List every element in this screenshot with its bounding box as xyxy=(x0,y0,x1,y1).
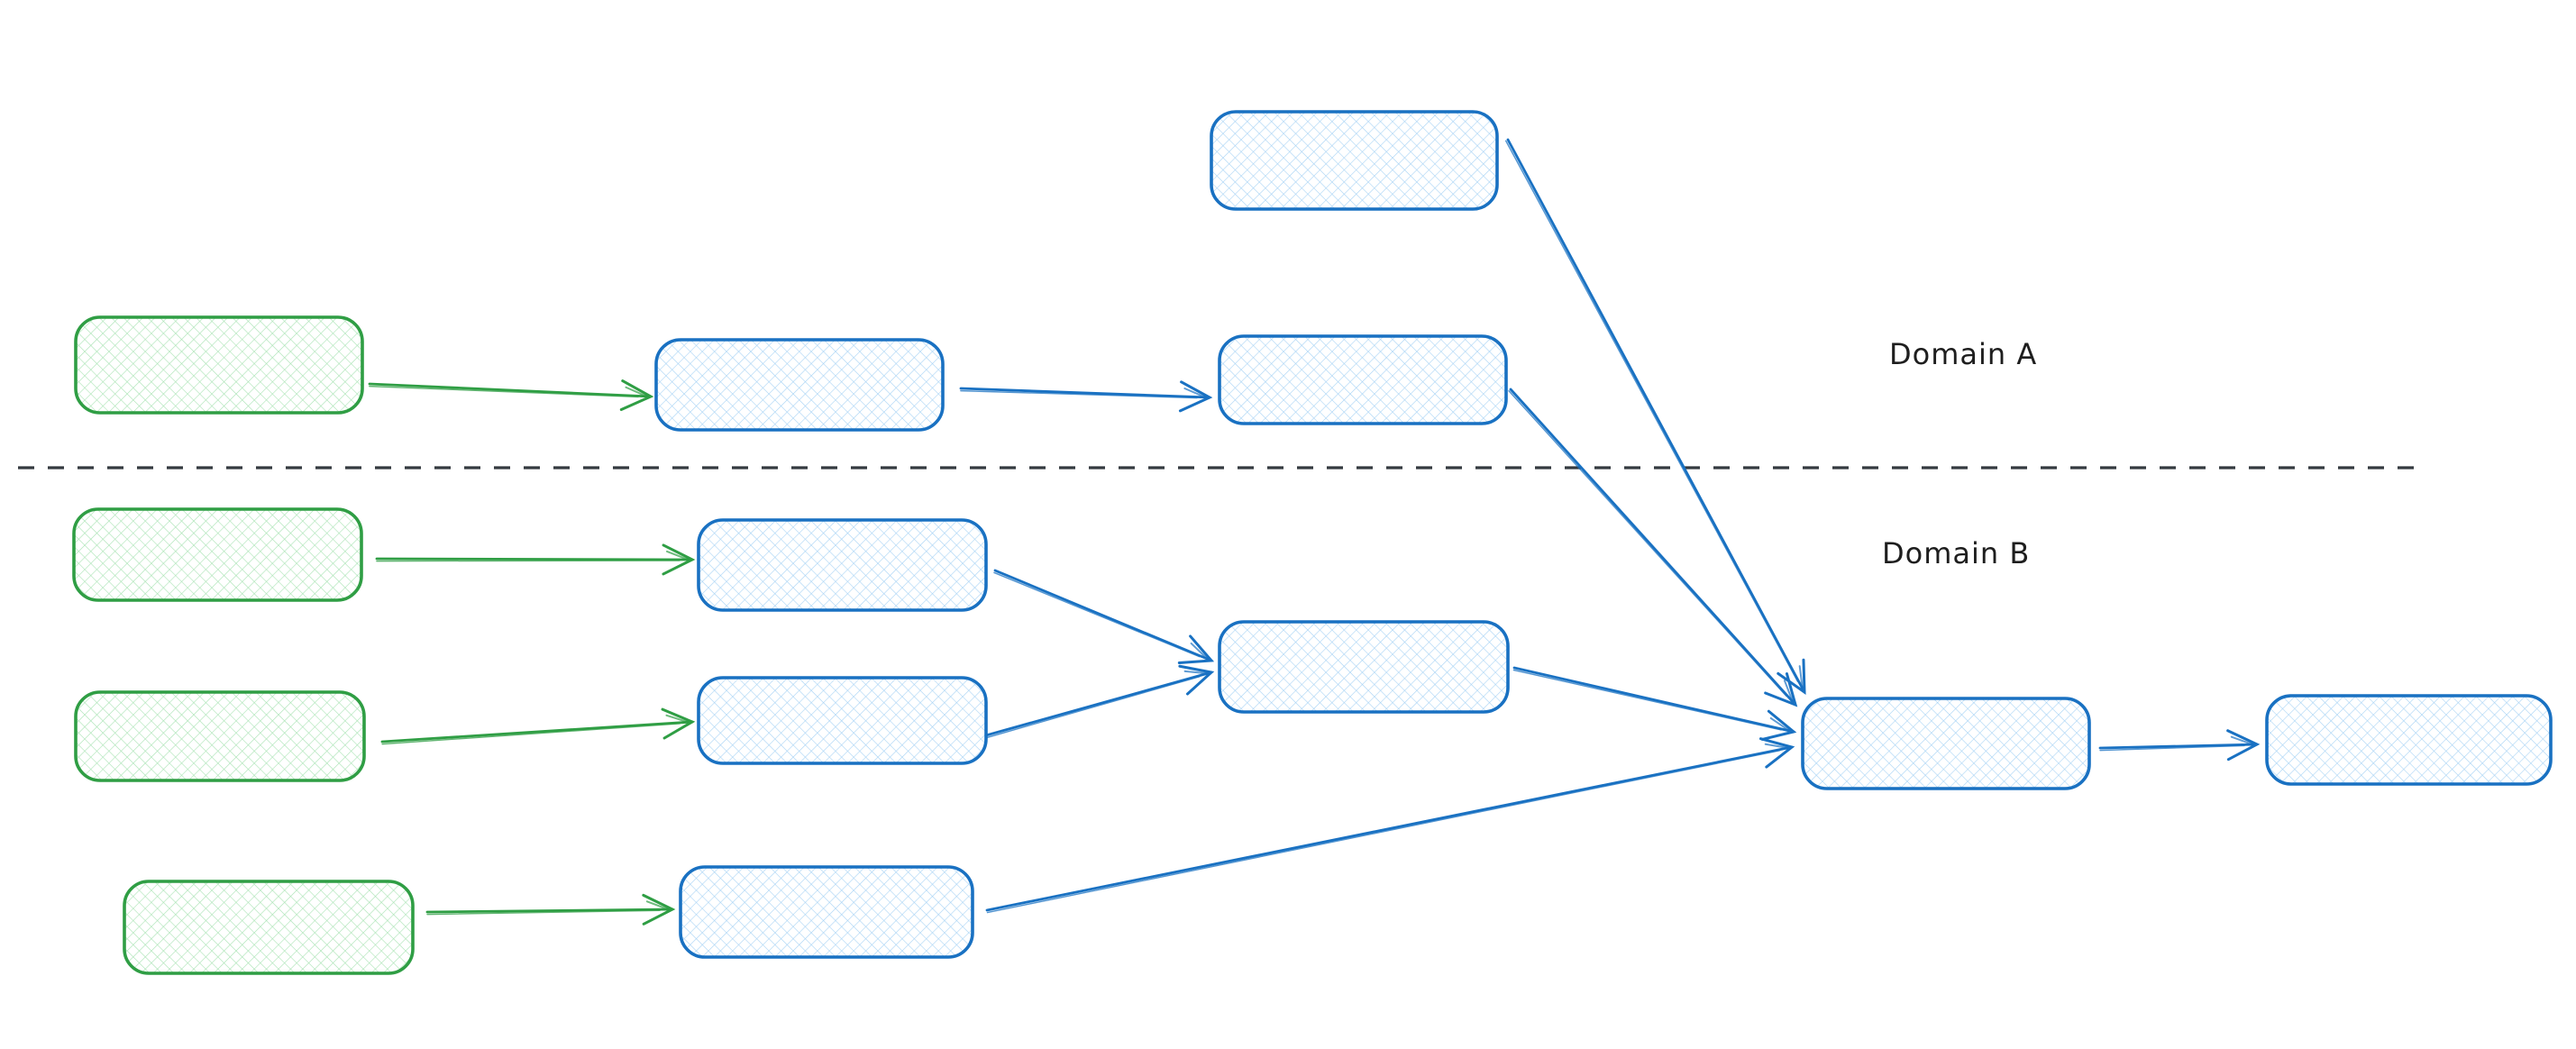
edge-domain-b-process-3-to-sink xyxy=(985,737,1795,912)
label-domain-b: Domain B xyxy=(1882,536,2030,570)
node-domain-a-top-input xyxy=(1210,110,1499,211)
node-final-output xyxy=(2265,694,2553,786)
edge-domain-b-source-3-to-process-3 xyxy=(425,893,676,926)
node-domain-a-process-1 xyxy=(654,338,945,432)
node-domain-a-process-2 xyxy=(1218,334,1508,425)
node-domain-b-process-3 xyxy=(679,865,974,959)
edge-domain-b-source-2-to-process-2 xyxy=(380,707,696,743)
edge-domain-a-process-1-to-process-2 xyxy=(959,380,1213,413)
node-domain-b-source-2 xyxy=(74,690,366,782)
edge-domain-a-process-2-to-sink xyxy=(1509,388,1798,707)
edge-domain-b-merge-to-sink xyxy=(1512,666,1797,741)
node-domain-b-process-1 xyxy=(697,518,988,612)
edge-shared-sink-to-final-output xyxy=(2098,729,2261,762)
node-domain-b-source-3 xyxy=(123,880,415,975)
edges-layer xyxy=(18,138,2416,926)
edge-domain-a-source-to-process-1 xyxy=(368,379,654,412)
node-shared-sink xyxy=(1801,697,2091,790)
edge-domain-a-top-input-to-sink xyxy=(1506,138,1806,695)
edge-domain-b-process-2-to-merge xyxy=(984,664,1215,737)
node-domain-b-source-1 xyxy=(72,507,363,602)
node-domain-a-source xyxy=(74,315,364,415)
node-domain-b-merge xyxy=(1218,620,1510,714)
node-domain-b-process-2 xyxy=(697,676,988,765)
label-domain-a: Domain A xyxy=(1889,337,2037,371)
nodes-layer xyxy=(72,110,2553,975)
labels-layer: Domain A Domain B xyxy=(1882,337,2037,570)
edge-domain-b-process-1-to-merge xyxy=(993,569,1215,664)
edge-domain-b-source-1-to-process-1 xyxy=(375,543,696,576)
